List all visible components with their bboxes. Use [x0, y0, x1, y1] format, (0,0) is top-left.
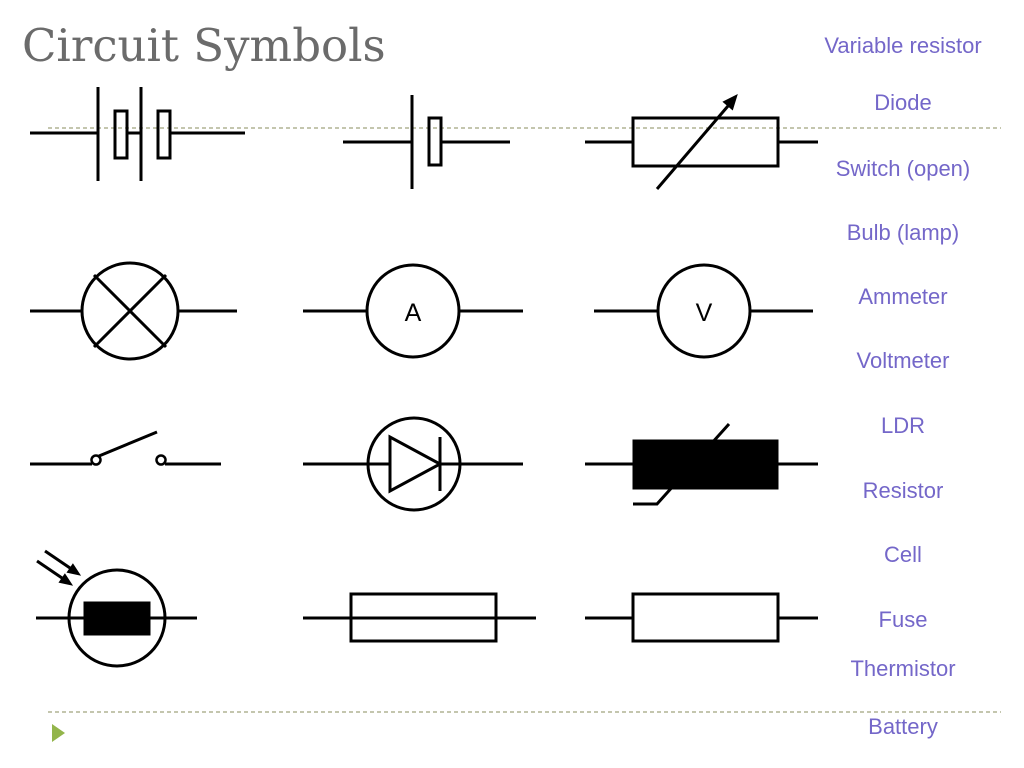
filament-cross	[92, 273, 168, 349]
slide-title: Circuit Symbols	[22, 19, 386, 72]
ammeter-symbol: A	[303, 263, 523, 359]
fuse-symbol	[303, 592, 536, 643]
diode-symbol	[303, 416, 523, 512]
light-arrow-shaft	[36, 559, 63, 580]
label-cell: Cell	[884, 542, 922, 567]
switch-contact	[155, 454, 167, 466]
arrow-head-icon	[722, 94, 738, 111]
label-resistor: Resistor	[862, 478, 944, 503]
label-bulb: Bulb (lamp)	[846, 220, 960, 245]
resistor-symbol	[585, 592, 818, 643]
switch-lever	[98, 430, 158, 458]
battery-symbol	[30, 87, 245, 181]
short-plate	[113, 109, 129, 160]
variable-resistor-symbol	[585, 94, 818, 190]
voltmeter-letter: V	[696, 299, 713, 327]
label-variable-resistor: Variable resistor	[824, 33, 982, 58]
resistor-body	[631, 116, 780, 168]
label-switch-open: Switch (open)	[835, 156, 971, 181]
short-plate	[156, 109, 172, 160]
symbol-name-list: Variable resistor Diode Switch (open) Bu…	[800, 0, 1006, 768]
ammeter-letter: A	[405, 299, 422, 327]
label-diode: Diode	[874, 90, 932, 115]
triangle-bullet-icon	[52, 724, 65, 742]
bulb-symbol	[30, 261, 237, 361]
ldr-body	[83, 601, 151, 636]
diode-triangle	[388, 434, 444, 494]
light-arrow-head-icon	[58, 573, 74, 586]
label-battery: Battery	[868, 714, 938, 739]
switch-contact	[90, 454, 102, 466]
label-voltmeter: Voltmeter	[856, 348, 950, 373]
light-arrow-head-icon	[66, 563, 82, 576]
label-fuse: Fuse	[878, 607, 928, 632]
label-ldr: LDR	[880, 413, 925, 438]
light-arrow-shaft	[44, 549, 71, 570]
label-ammeter: Ammeter	[858, 284, 948, 309]
thermistor-body	[632, 439, 779, 490]
ldr-symbol	[36, 549, 197, 668]
label-thermistor: Thermistor	[850, 656, 956, 681]
resistor-body	[631, 592, 780, 643]
variable-arrow-shaft	[655, 105, 730, 190]
cell-symbol	[343, 95, 510, 189]
thermistor-symbol	[585, 422, 818, 506]
short-plate	[427, 116, 443, 167]
open-switch-symbol	[30, 430, 221, 466]
voltmeter-symbol: V	[594, 263, 813, 359]
